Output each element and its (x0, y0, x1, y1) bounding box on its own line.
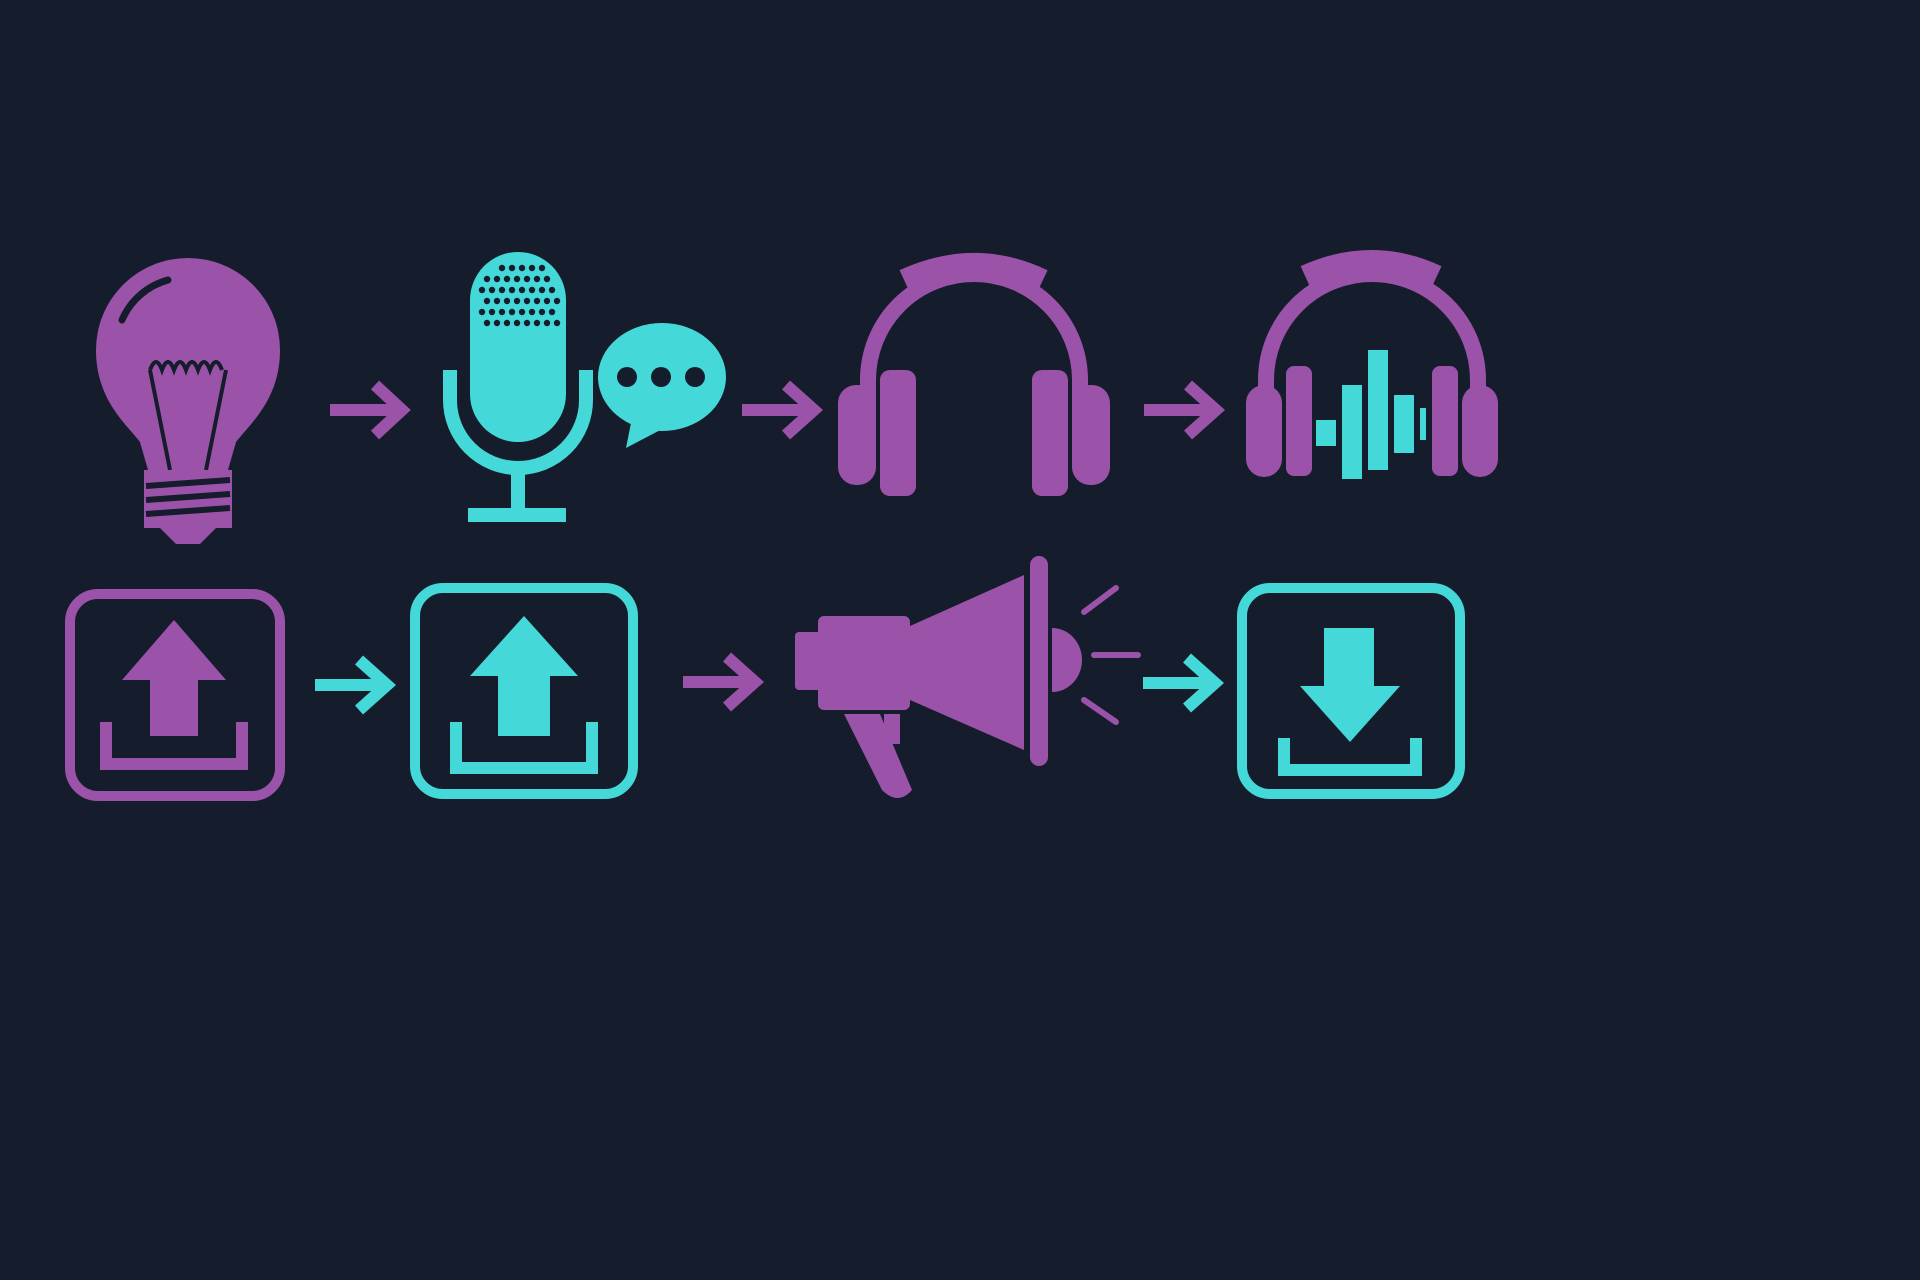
grille-dot (513, 275, 521, 283)
grille-dot (483, 297, 491, 305)
grille-dot (503, 319, 511, 327)
download-icon (1237, 583, 1465, 799)
grille-dot (518, 308, 526, 316)
grille-dot (498, 264, 506, 272)
grille-dot (528, 286, 536, 294)
upload-icon (410, 583, 638, 799)
arrow-right-icon (330, 380, 411, 440)
microphone-icon (443, 252, 593, 522)
speech-bubble-icon (598, 323, 726, 448)
grille-dot (538, 308, 546, 316)
grille-dot (493, 275, 501, 283)
grille-dot (508, 264, 516, 272)
grille-dot (523, 319, 531, 327)
grille-dot (533, 319, 541, 327)
headphones-icon (838, 253, 1110, 496)
grille-dot (503, 297, 511, 305)
grille-dot (548, 308, 556, 316)
grille-dot (503, 275, 511, 283)
grille-dot (513, 319, 521, 327)
arrow-right-icon (1143, 653, 1225, 713)
grille-dot (513, 297, 521, 305)
arrow-right-icon (315, 655, 397, 715)
grille-dot (533, 275, 541, 283)
grille-dot (523, 275, 531, 283)
grille-dot (543, 319, 551, 327)
grille-dot (508, 308, 516, 316)
grille-dot (538, 286, 546, 294)
grille-dot (498, 286, 506, 294)
grille-dot (518, 286, 526, 294)
grille-dot (498, 308, 506, 316)
grille-dot (523, 297, 531, 305)
grille-dot (508, 286, 516, 294)
grille-dot (543, 275, 551, 283)
grille-dot (518, 264, 526, 272)
grille-dot (488, 308, 496, 316)
grille-dot (483, 319, 491, 327)
grille-dot (478, 286, 486, 294)
grille-dot (493, 319, 501, 327)
lightbulb-icon (96, 258, 280, 544)
grille-dot (538, 264, 546, 272)
grille-dot (528, 308, 536, 316)
grille-dot (543, 297, 551, 305)
grille-dot (483, 275, 491, 283)
arrow-right-icon (683, 652, 765, 712)
grille-dot (488, 286, 496, 294)
microphone-grille (478, 264, 561, 327)
megaphone-icon (795, 556, 1141, 798)
grille-dot (493, 297, 501, 305)
grille-dot (528, 264, 536, 272)
upload-icon (65, 589, 285, 801)
grille-dot (553, 319, 561, 327)
grille-dot (548, 286, 556, 294)
headphones-waveform-icon (1246, 250, 1498, 479)
arrow-right-icon (742, 380, 824, 440)
grille-dot (553, 297, 561, 305)
arrow-right-icon (1144, 380, 1226, 440)
grille-dot (478, 308, 486, 316)
grille-dot (533, 297, 541, 305)
